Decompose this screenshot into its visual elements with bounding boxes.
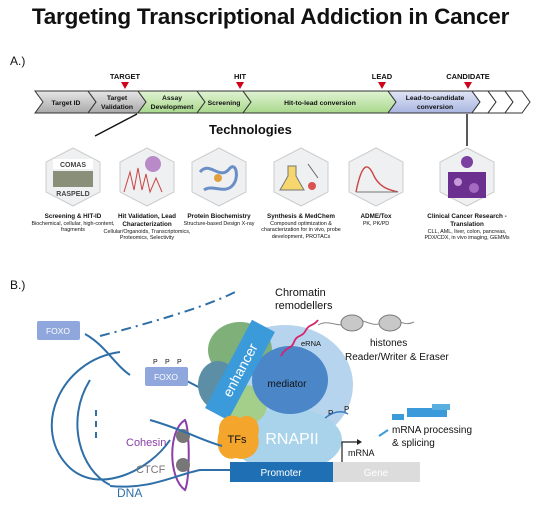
- dna-strand-1: [149, 419, 223, 447]
- connector-left: [94, 113, 138, 137]
- tech-title-clinical: Clinical Cancer Research - Translation: [427, 213, 507, 228]
- mrna-processing-arrow: [378, 429, 389, 437]
- reader-label: Reader/Writer & Eraser: [345, 352, 449, 363]
- milestone-candidate: CANDIDATE: [446, 72, 490, 81]
- stage-lead-to-candidate-2: conversion: [417, 104, 453, 111]
- milestone-target: TARGET: [109, 72, 141, 81]
- tfs-label: TFs: [228, 434, 247, 446]
- mrna-arrowhead: [357, 439, 362, 445]
- dashed-line-top: [99, 291, 236, 337]
- tech-sub-adme-tox: PK, PK/PD: [362, 221, 390, 227]
- foxo-box-mid: [145, 367, 188, 386]
- stage-assay-2: Development: [151, 104, 194, 111]
- tech-sub-clinical: CLL, AML, liver, colon, pancreas, PDX/CD…: [424, 229, 510, 242]
- stage-target-validation-2: Validation: [101, 104, 133, 111]
- dna-label: DNA: [117, 486, 142, 500]
- candidate-marker-icon: [464, 82, 472, 89]
- rnapii-label: RNAPII: [265, 431, 318, 448]
- promoter-label: Promoter: [260, 468, 302, 479]
- stage-lead-to-candidate-1: Lead-to-candidate: [406, 95, 465, 102]
- dna-strand-2: [109, 469, 232, 488]
- gene-label: Gene: [364, 468, 389, 479]
- svg-text:RASPELD: RASPELD: [56, 191, 89, 198]
- svg-text:COMAS: COMAS: [60, 162, 86, 169]
- mediator-core: [252, 346, 328, 414]
- tech-title-synthesis-medchem: Synthesis & MedChem: [267, 213, 335, 220]
- rnapii-phospho-2: P: [344, 405, 349, 414]
- chemistry-lab-icon: [273, 147, 329, 207]
- technologies-heading: Technologies: [209, 122, 292, 137]
- protein-structure-icon: [191, 147, 247, 207]
- stage-assay-1: Assay: [162, 95, 182, 102]
- lead-marker-icon: [378, 82, 386, 89]
- tech-sub-hit-validation: Cellular/Organoids, Transcriptomics, Pro…: [103, 229, 191, 242]
- stage-target-id: Target ID: [52, 100, 81, 107]
- tech-sub-synthesis-medchem: Compound optimization & characterization…: [261, 221, 341, 240]
- pk-curve-icon: [348, 147, 404, 207]
- mrna-label: mRNA: [348, 448, 375, 458]
- tech-title-screening: Screening & HIT-ID: [44, 213, 102, 220]
- mrna-fragment-3: [432, 404, 450, 410]
- histones-label: histones: [370, 338, 407, 349]
- target-marker-icon: [121, 82, 129, 89]
- foxo-phospho-3: P: [177, 359, 182, 366]
- cohesin-ball-2: [176, 458, 190, 472]
- foxo-box-top: [37, 321, 80, 340]
- tech-title-hit-validation: Hit Validation, Lead Characterization: [117, 213, 177, 228]
- clinical-research-icon: [439, 147, 495, 207]
- tech-sub-screening: Biochemical, cellular, high-content, fra…: [31, 221, 115, 234]
- mrna-arrow: [341, 441, 357, 462]
- histone-1: [340, 314, 364, 332]
- mrna-processing-label-1: mRNA processing: [392, 425, 472, 436]
- mrna-fragment-1: [392, 414, 404, 420]
- mrna-fragment-2: [407, 408, 447, 417]
- promoter-box: [230, 462, 333, 482]
- foxo-phospho-2: P: [165, 359, 170, 366]
- compas-raspeld-logo-icon: COMAS RASPELD: [45, 147, 101, 207]
- milestone-hit: HIT: [233, 72, 247, 81]
- erna-squiggle: [280, 319, 319, 357]
- cell-imaging-chart-icon: [119, 147, 175, 207]
- gene-box: [333, 462, 420, 482]
- stage-screening: Screening: [208, 100, 241, 107]
- stage-hit-to-lead: Hit-to-lead conversion: [284, 100, 356, 107]
- mediator-label: mediator: [268, 379, 308, 390]
- dna-arc: [76, 379, 111, 486]
- loop-curve: [50, 351, 171, 481]
- tfs-blob: [217, 415, 259, 459]
- rnapii-tail: [324, 411, 349, 419]
- pipeline-chevrons: [34, 90, 531, 114]
- chevron-empty-3: [504, 90, 531, 114]
- stage-target-validation-1: Target: [107, 95, 128, 102]
- mrna-processing-label-2: & splicing: [392, 438, 435, 449]
- histone-2: [378, 314, 402, 332]
- rnapii-blob: [232, 408, 342, 472]
- tech-title-adme-tox: ADME/Tox: [360, 213, 392, 220]
- erna-label: eRNA: [301, 339, 321, 348]
- chromatin-label-2: remodellers: [275, 300, 333, 312]
- foxo-mid-label: FOXO: [154, 372, 178, 382]
- cohesin-label: Cohesin: [126, 437, 166, 449]
- foxo-phospho-1: P: [153, 359, 158, 366]
- tech-title-protein-biochemistry: Protein Biochemistry: [187, 213, 251, 220]
- chromatin-label-1: Chromatin: [275, 287, 326, 299]
- signaling-lines: [50, 291, 236, 486]
- foxo-top-label: FOXO: [46, 326, 70, 336]
- milestone-lead: LEAD: [371, 72, 393, 81]
- ctcf-label: CTCF: [136, 464, 166, 476]
- tech-sub-protein-biochemistry: Structure-based Design X-ray: [183, 221, 255, 227]
- technology-icons: COMAS RASPELD: [45, 147, 495, 207]
- section-b-label: B.): [10, 278, 26, 292]
- hit-marker-icon: [236, 82, 244, 89]
- section-a-label: A.): [10, 54, 26, 68]
- page-title: Targeting Transcriptional Addiction in C…: [31, 4, 510, 29]
